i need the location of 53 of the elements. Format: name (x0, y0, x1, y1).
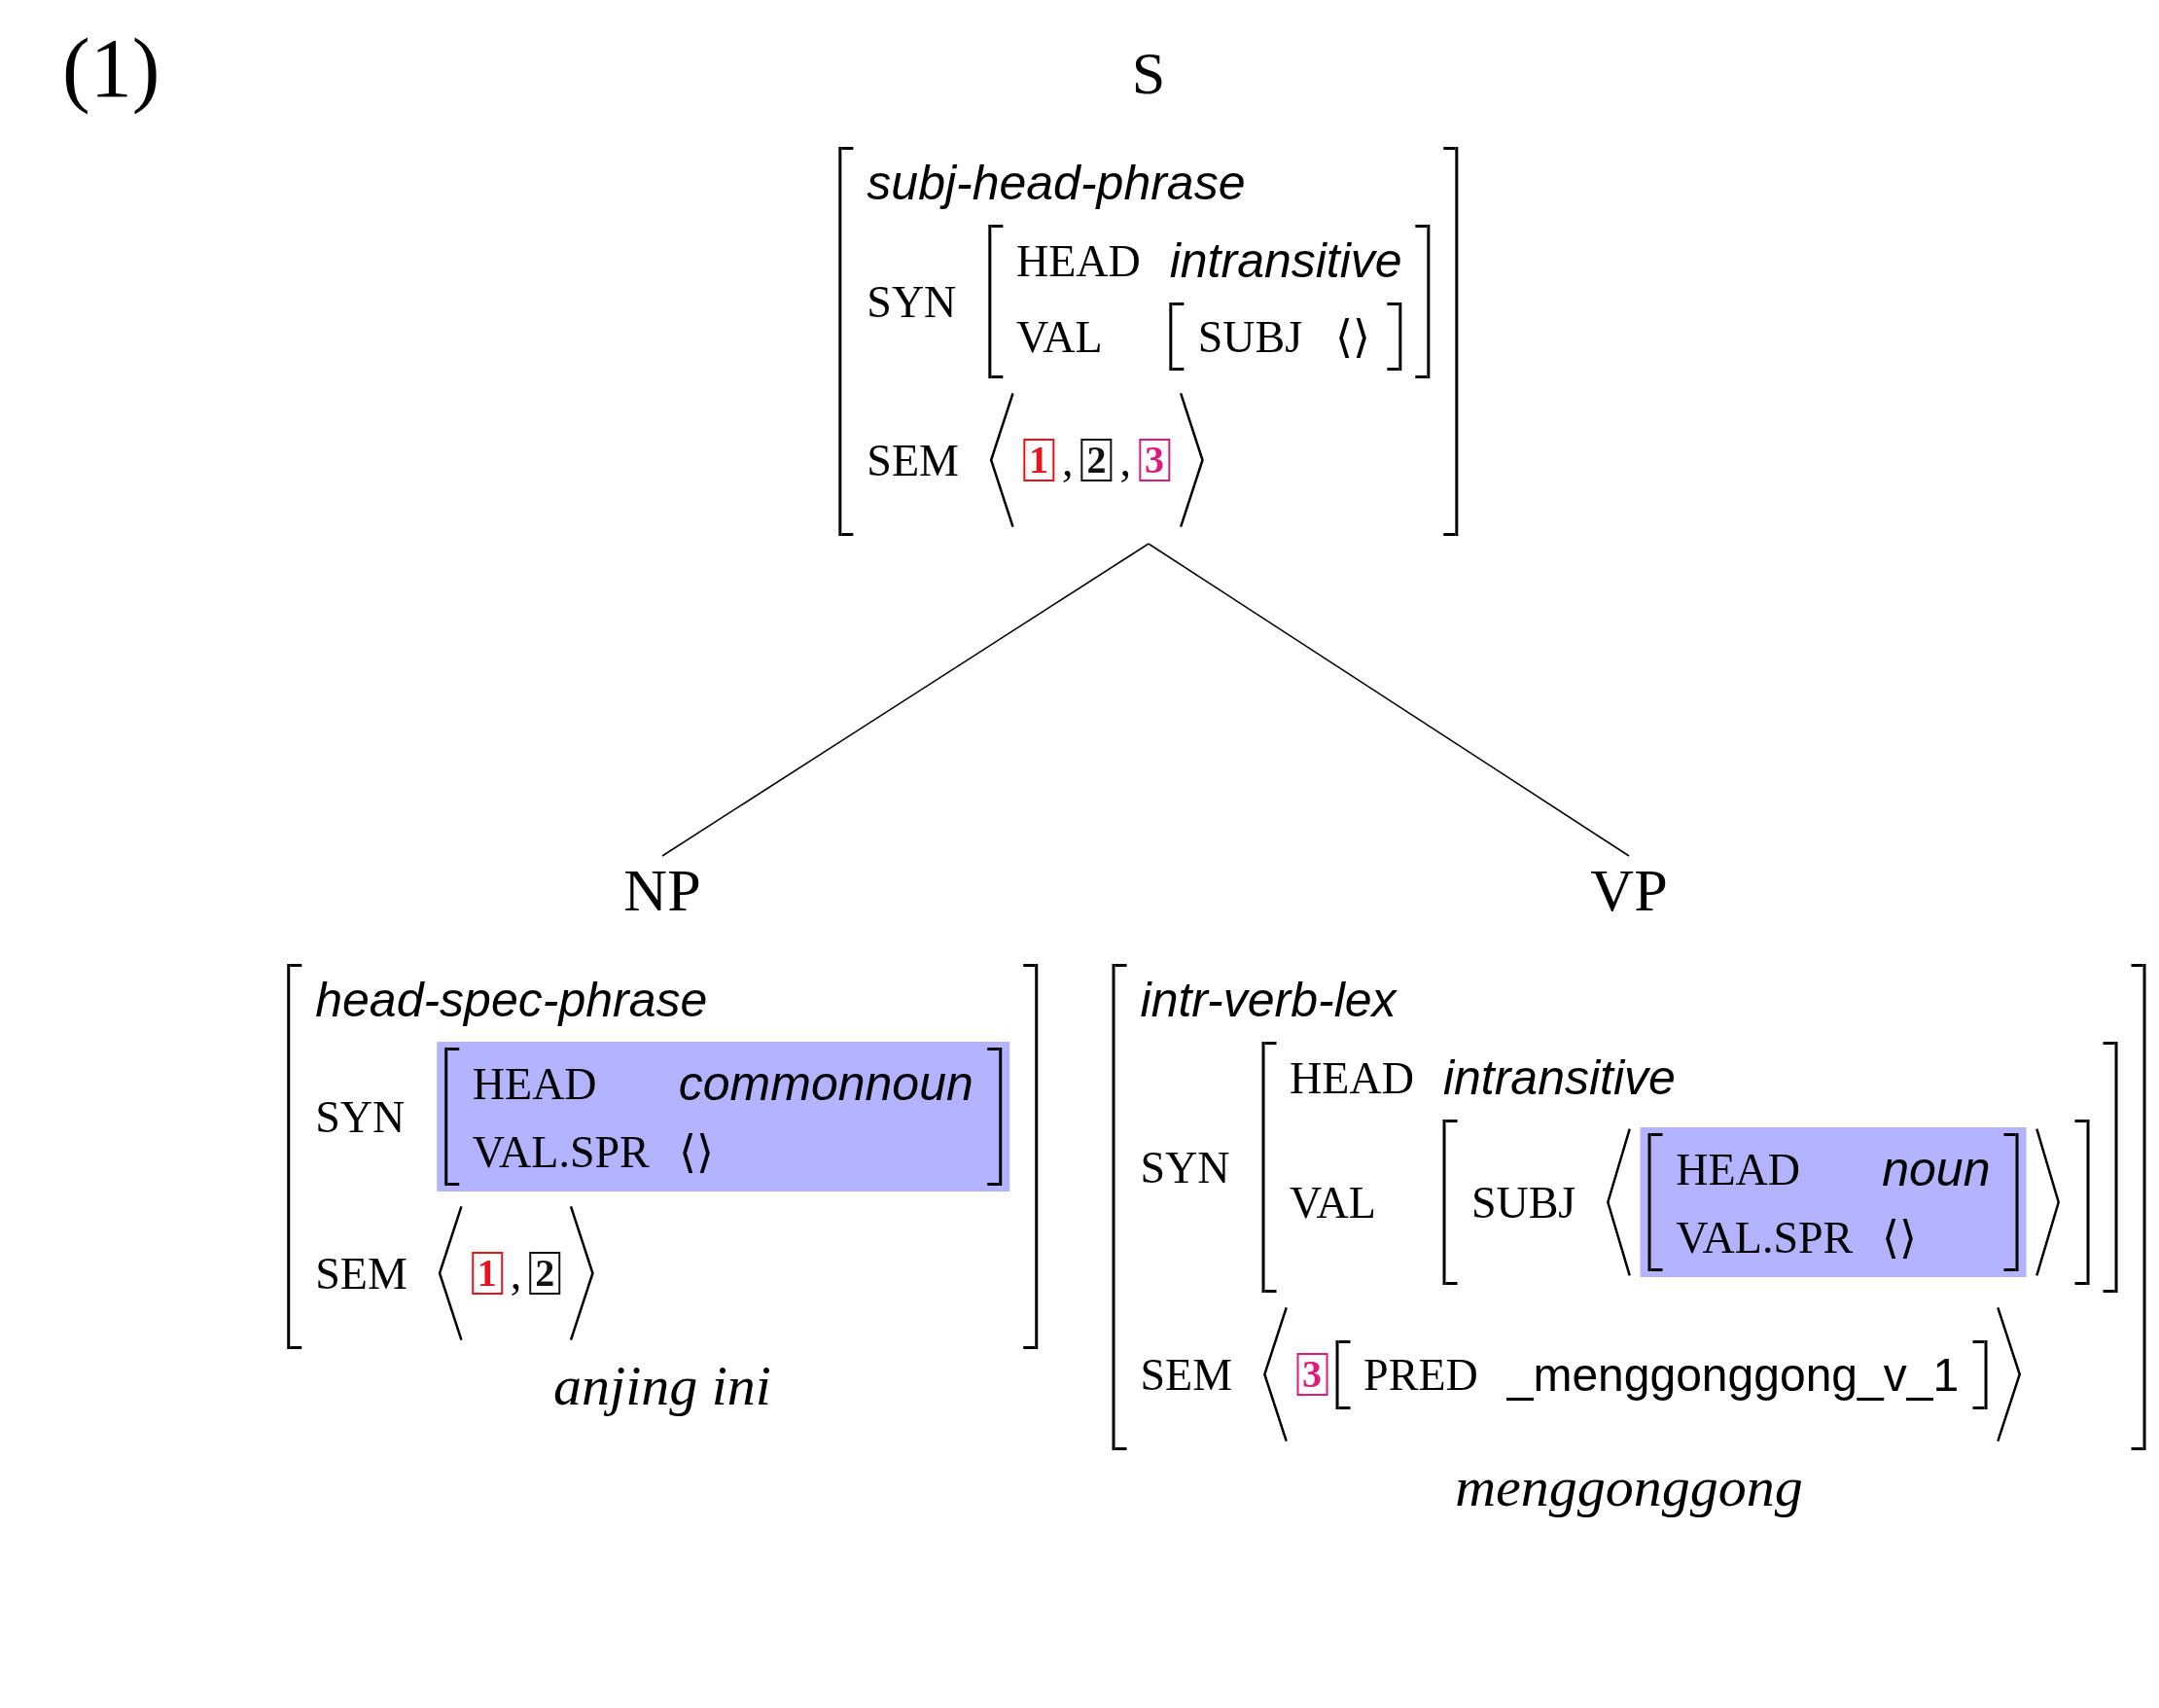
feature-name: SYN (315, 1090, 407, 1143)
empty-list: ⟨⟩ (678, 1125, 973, 1178)
tag-box (471, 1252, 503, 1295)
tag-number: 3 (1144, 438, 1164, 481)
tag-box (1138, 439, 1170, 481)
comma: , (1119, 434, 1131, 486)
tag-box (1022, 439, 1054, 481)
feature-value: _menggonggong_v_1 (1506, 1347, 1960, 1402)
word-label: anjing ini (553, 1353, 771, 1418)
feature-value: intransitive (1169, 232, 1402, 289)
feature-name: HEAD (1290, 1051, 1414, 1104)
feature-name: SUBJ (1470, 1176, 1576, 1228)
tag-number: 2 (1086, 438, 1107, 481)
tag-number: 1 (477, 1251, 497, 1295)
feature-value: noun (1882, 1141, 1991, 1197)
feature-name: VAL.SPR (472, 1125, 650, 1178)
category-label: S (1131, 39, 1166, 108)
feature-value: commonnoun (678, 1055, 973, 1112)
figure-number: (1) (62, 20, 160, 117)
feature-name: HEAD (1676, 1143, 1802, 1195)
feature-name: VAL.SPR (1676, 1211, 1854, 1263)
tree-branch (661, 543, 1150, 857)
feature-name: VAL (1290, 1176, 1377, 1228)
feature-name: SYN (867, 275, 958, 328)
comma: , (1061, 434, 1074, 486)
feature-name: PRED (1363, 1348, 1478, 1401)
highlighted-matrix (436, 1042, 1009, 1192)
type-label: subj-head-phrase (867, 155, 1247, 211)
tag-box (1080, 439, 1113, 481)
comma: , (510, 1247, 522, 1299)
tag-number: 1 (1028, 438, 1048, 481)
tag-number: 3 (1302, 1352, 1323, 1396)
tag-box (1296, 1353, 1328, 1396)
tag-number: 2 (535, 1251, 555, 1295)
feature-name: SUBJ (1197, 310, 1304, 363)
empty-list: ⟨⟩ (1334, 310, 1374, 363)
feature-name: SYN (1140, 1141, 1231, 1193)
category-label: NP (623, 856, 701, 925)
feature-name: HEAD (1015, 234, 1141, 287)
tree-branch (1148, 543, 1630, 857)
feature-value: intransitive (1442, 1050, 1677, 1106)
highlighted-matrix (1640, 1127, 2027, 1277)
empty-list: ⟨⟩ (1882, 1211, 1991, 1263)
category-label: VP (1590, 856, 1668, 925)
feature-name: SEM (315, 1247, 407, 1299)
feature-name: SEM (1140, 1348, 1233, 1401)
word-label: menggonggong (1455, 1454, 1803, 1519)
feature-name: HEAD (472, 1057, 598, 1110)
feature-name: VAL (1015, 310, 1104, 363)
type-label: intr-verb-lex (1140, 972, 1398, 1028)
type-label: head-spec-phrase (315, 972, 709, 1028)
tag-box (529, 1252, 561, 1295)
feature-name: SEM (867, 434, 959, 486)
